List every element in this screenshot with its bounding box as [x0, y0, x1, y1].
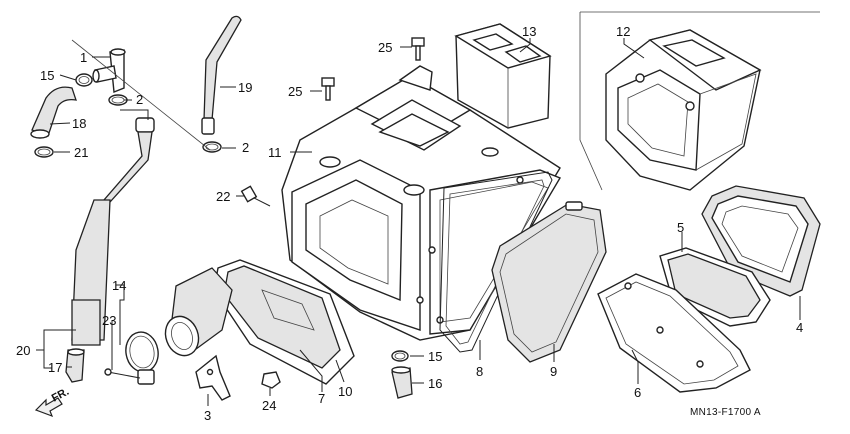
callout-22: 22: [216, 189, 230, 204]
callout-2-upper: 2: [136, 92, 143, 107]
front-direction-arrow: [34, 397, 63, 418]
callout-8: 8: [476, 364, 483, 379]
diagram-code-label: MN13-F1700 A: [690, 407, 761, 418]
part-12-inset-diagonal-line: [71, 39, 211, 151]
part-14-band-clamp: [125, 331, 159, 385]
part-9-side-cover: [491, 201, 607, 363]
part-16-drain-plug: [391, 366, 413, 399]
callout-25-upper: 25: [378, 40, 392, 55]
callout-12: 12: [616, 24, 630, 39]
callout-20: 20: [16, 343, 30, 358]
part-2-clip-lower: [202, 141, 222, 153]
callout-23: 23: [102, 313, 116, 328]
callout-labels: 1 2 2 3 4 5 6 7 8 9 10 11 12 13 14 15 15…: [16, 24, 803, 423]
callout-19: 19: [238, 80, 252, 95]
callout-5: 5: [677, 220, 684, 235]
callout-3: 3: [204, 408, 211, 423]
callout-13: 13: [522, 24, 536, 39]
part-15-clip-lower: [391, 350, 409, 362]
callout-14: 14: [112, 278, 126, 293]
callout-17: 17: [48, 360, 62, 375]
part-6-element-holder: [597, 273, 751, 393]
leader-lines: [36, 38, 801, 406]
callout-16: 16: [428, 376, 442, 391]
front-direction-label: FR.: [50, 386, 71, 405]
part-20-drain-tube: [71, 117, 155, 346]
part-17-cap: [65, 348, 85, 383]
part-13-holder: [454, 23, 552, 129]
callout-21: 21: [74, 145, 88, 160]
part-21-clamp: [34, 146, 54, 158]
part-25-bolt-upper: [411, 37, 425, 61]
part-24-nut: [261, 371, 281, 389]
part-22-bolt: [240, 185, 271, 207]
part-10-connecting-tube: [213, 259, 355, 385]
callout-18: 18: [72, 116, 86, 131]
callout-9: 9: [550, 364, 557, 379]
callout-10: 10: [338, 384, 352, 399]
callout-2-lower: 2: [242, 140, 249, 155]
part-7-intake-funnel: [164, 267, 233, 357]
callout-7: 7: [318, 391, 325, 406]
part-18-hose: [30, 86, 77, 139]
part-8-seal: [439, 171, 553, 353]
part-25-bolt-lower: [321, 77, 335, 101]
callout-4: 4: [796, 320, 803, 335]
part-15-clip-upper: [75, 73, 93, 87]
part-3-bracket: [195, 354, 231, 401]
part-23-clamp-screw: [104, 368, 141, 379]
part-19-breather-tube: [201, 15, 242, 135]
callout-6: 6: [634, 385, 641, 400]
callout-24: 24: [262, 398, 276, 413]
callout-1: 1: [80, 50, 87, 65]
part-11-air-cleaner-case: [281, 65, 562, 341]
part-12-assembly-inset: [579, 11, 820, 191]
callout-15-lower: 15: [428, 349, 442, 364]
callout-11: 11: [268, 145, 282, 160]
callout-25-lower: 25: [288, 84, 302, 99]
part-1-tube-joint: [92, 48, 126, 93]
callout-15-upper: 15: [40, 68, 54, 83]
